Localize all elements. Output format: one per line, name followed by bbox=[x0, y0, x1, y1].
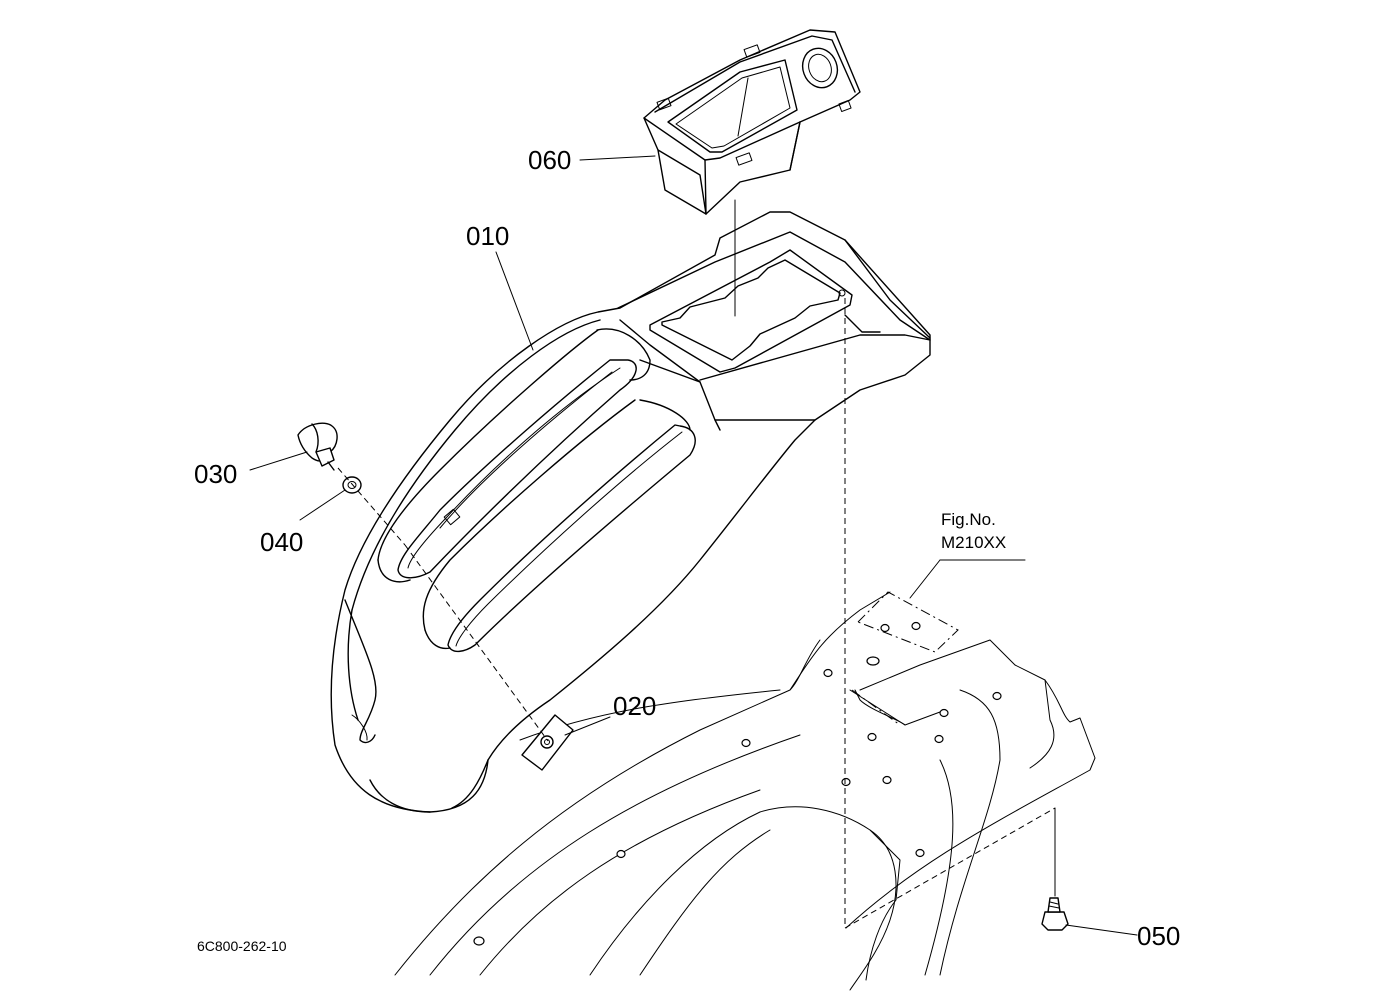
label-030: 030 bbox=[194, 459, 237, 489]
floor-frame-reference bbox=[394, 591, 1096, 991]
bolt-050[interactable] bbox=[1041, 897, 1069, 931]
fig-ref-line2: M210XX bbox=[941, 533, 1006, 552]
drawing-number: 6C800-262-10 bbox=[197, 938, 287, 954]
assembly-lines bbox=[337, 298, 1056, 929]
callout-labels: 060 010 030 040 020 050 bbox=[194, 145, 1180, 951]
storage-tray-060[interactable] bbox=[643, 29, 861, 215]
label-050: 050 bbox=[1137, 921, 1180, 951]
console-housing-010[interactable] bbox=[330, 211, 931, 813]
knob-030[interactable] bbox=[297, 422, 338, 471]
leader-lines bbox=[249, 155, 1138, 936]
label-060: 060 bbox=[528, 145, 571, 175]
label-020: 020 bbox=[613, 691, 656, 721]
label-040: 040 bbox=[260, 527, 303, 557]
figure-reference: Fig.No. M210XX bbox=[941, 510, 1006, 552]
label-010: 010 bbox=[466, 221, 509, 251]
fig-ref-line1: Fig.No. bbox=[941, 510, 996, 529]
plate-020[interactable] bbox=[521, 714, 574, 771]
washer-040[interactable] bbox=[342, 476, 362, 494]
